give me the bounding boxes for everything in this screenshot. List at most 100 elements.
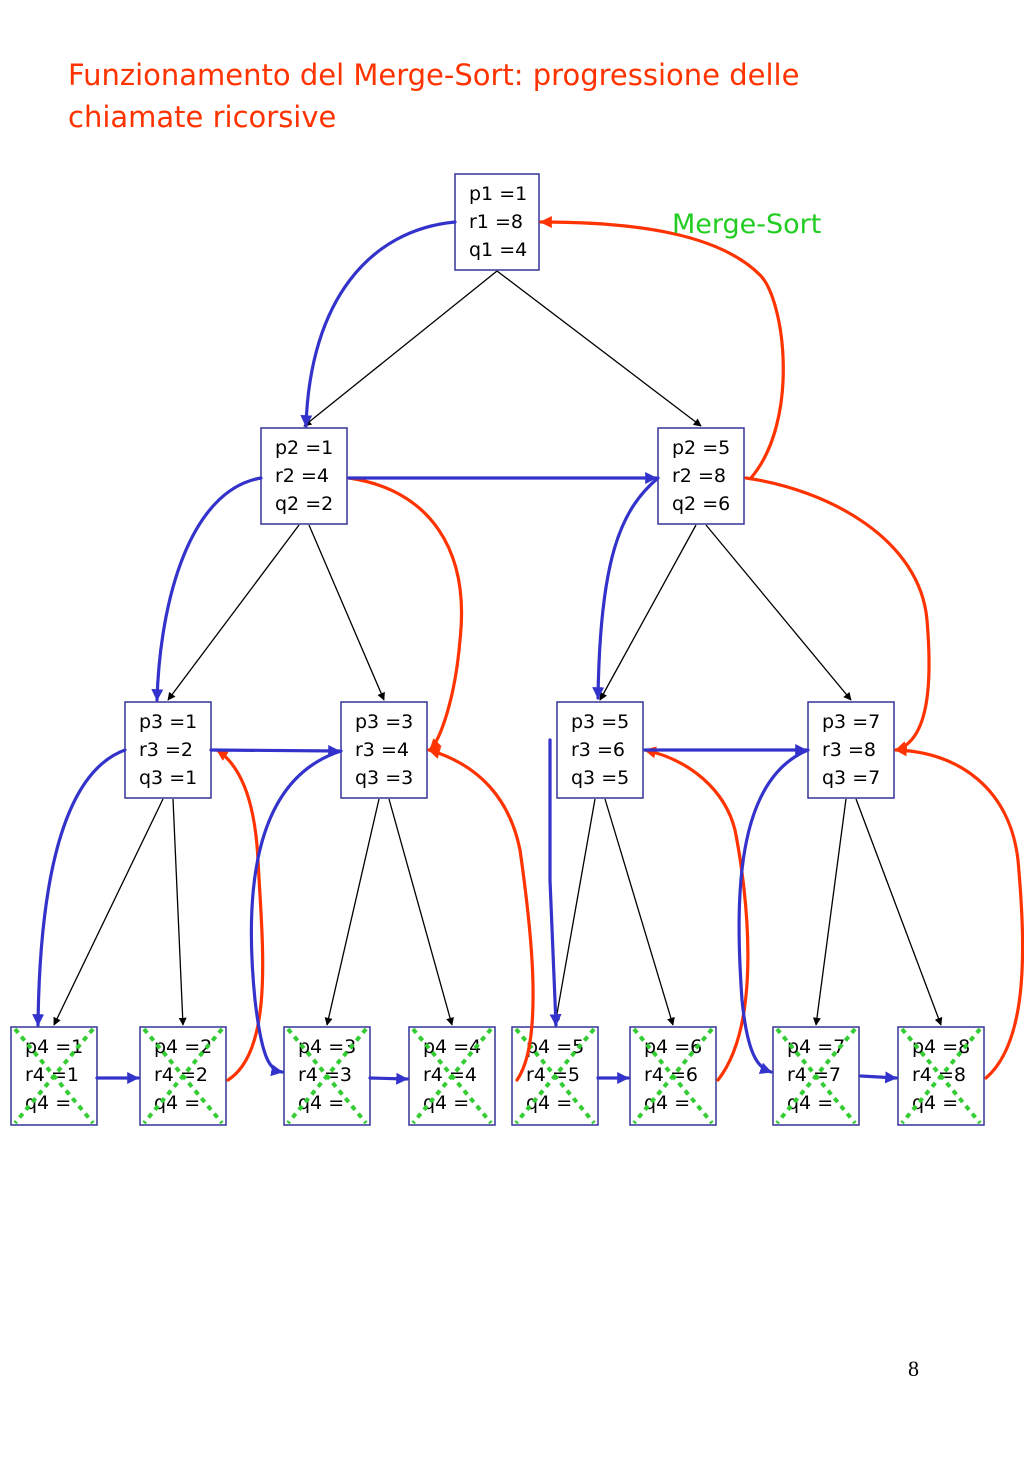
node-r-value: r4 =8 [912,1064,966,1086]
recursion-node: p4 =1r4 =1q4 = [10,1026,98,1126]
node-r-value: r2 =4 [275,465,329,487]
tree-edge [308,524,385,701]
tree-edge [388,798,454,1026]
node-box [807,701,895,799]
node-q-value: q2 =2 [275,493,333,515]
cross-stroke [900,1027,982,1125]
crossed-out-mark [632,1027,714,1125]
recursive-call-arrow [32,748,127,1027]
node-q-value: q4 = [526,1092,572,1114]
tree-edge [599,524,697,701]
recursion-node: p4 =6r4 =6q4 = [629,1026,717,1126]
recursion-node: p4 =7r4 =7q4 = [772,1026,860,1126]
recursive-call-arrow [737,748,810,1074]
node-p-value: p4 =8 [912,1036,970,1058]
tree-edge [303,270,498,427]
node-p-value: p2 =5 [672,437,730,459]
slide-title: Funzionamento del Merge-Sort: progressio… [68,54,968,138]
return-arrow [744,476,931,753]
tree-edge [855,798,943,1026]
node-p-value: p4 =5 [526,1036,584,1058]
node-p-value: p3 =5 [571,711,629,733]
node-box [657,427,745,525]
return-arrow [643,746,750,1082]
node-r-value: r4 =2 [154,1064,208,1086]
node-r-value: r3 =6 [571,739,625,761]
tree-edge [324,798,380,1026]
tree-edge [172,798,187,1026]
node-p-value: p4 =4 [423,1036,481,1058]
return-arrow [215,748,265,1082]
node-p-value: p3 =3 [355,711,413,733]
node-r-value: r4 =6 [644,1064,698,1086]
recursive-call-arrow [592,476,660,700]
node-q-value: q4 = [298,1092,344,1114]
tree-edge [604,798,675,1026]
recursion-node: p4 =2r4 =2q4 = [139,1026,227,1126]
tree-edge [812,798,847,1026]
cross-stroke [514,1027,596,1125]
recursive-call-arrow [151,476,263,702]
recursion-node: p1 =1 r1 =8 q1 =4 [454,173,540,271]
node-r-value: r4 =5 [526,1064,580,1086]
node-r-value: r4 =7 [787,1064,841,1086]
recursion-node: p4 =3 r4 =3 q4 = [283,1026,371,1126]
recursion-node: p2 =1 r2 =4 q2 =2 [260,427,348,525]
node-q-value: q3 =3 [355,767,413,789]
cross-stroke [411,1027,493,1125]
cross-stroke [142,1027,224,1125]
node-q-value: q3 =7 [822,767,880,789]
node-q-value: q2 =6 [672,493,730,515]
crossed-out-mark [775,1027,857,1125]
node-q-value: q4 = [423,1092,469,1114]
recursive-call-arrow [300,220,457,428]
cross-stroke [286,1027,368,1125]
node-p-value: p3 =1 [139,711,197,733]
recursion-node: p4 =5 r4 =5 q4 = [511,1026,599,1126]
crossed-out-mark [286,1027,368,1125]
cross-stroke [775,1027,857,1125]
recursion-node: p2 =5r2 =8q2 =6 [657,427,745,525]
crossed-out-mark [900,1027,982,1125]
node-p-value: p2 =1 [275,437,333,459]
call-return-arrows [32,216,1024,1085]
return-arrow [347,476,464,752]
crossed-out-mark [411,1027,493,1125]
recursive-call-arrow [209,744,341,757]
page-number: 8 [908,1356,919,1381]
cross-stroke [632,1027,714,1125]
node-p-value: p4 =2 [154,1036,212,1058]
tree-edge [496,270,702,427]
node-p-value: p1 =1 [469,183,527,205]
recursive-call-arrow [859,1071,898,1084]
slide-title-line-2: chiamate ricorsive [68,100,337,134]
node-r-value: r3 =8 [822,739,876,761]
recursion-node: p3 =7r3 =8q3 =7 [807,701,895,799]
node-r-value: r4 =3 [298,1064,352,1086]
tree-edge [167,524,300,701]
node-p-value: p4 =3 [298,1036,356,1058]
node-r-value: r1 =8 [469,211,523,233]
recursion-node: p4 =4 r4 =4 q4 = [408,1026,496,1126]
slide-title-line-1: Funzionamento del Merge-Sort: progressio… [68,58,800,92]
recursive-call-arrow [548,738,562,1027]
node-q-value: q4 = [25,1092,71,1114]
crossed-out-mark [13,1027,95,1125]
node-q-value: q1 =4 [469,239,527,261]
return-arrow [427,747,535,1082]
node-q-value: q4 = [644,1092,690,1114]
recursion-node: p3 =3 r3 =4 q3 =3 [340,701,428,799]
tree-edge [53,798,164,1026]
crossed-out-mark [142,1027,224,1125]
recursive-call-arrow [249,749,343,1077]
node-q-value: q4 = [787,1092,833,1114]
node-q-value: q3 =1 [139,767,197,789]
node-r-value: r3 =4 [355,739,409,761]
node-r-value: r3 =2 [139,739,193,761]
return-arrow [894,744,1024,1080]
merge-sort-label: Merge-Sort [672,209,821,240]
node-r-value: r4 =1 [25,1064,79,1086]
node-r-value: r4 =4 [423,1064,477,1086]
